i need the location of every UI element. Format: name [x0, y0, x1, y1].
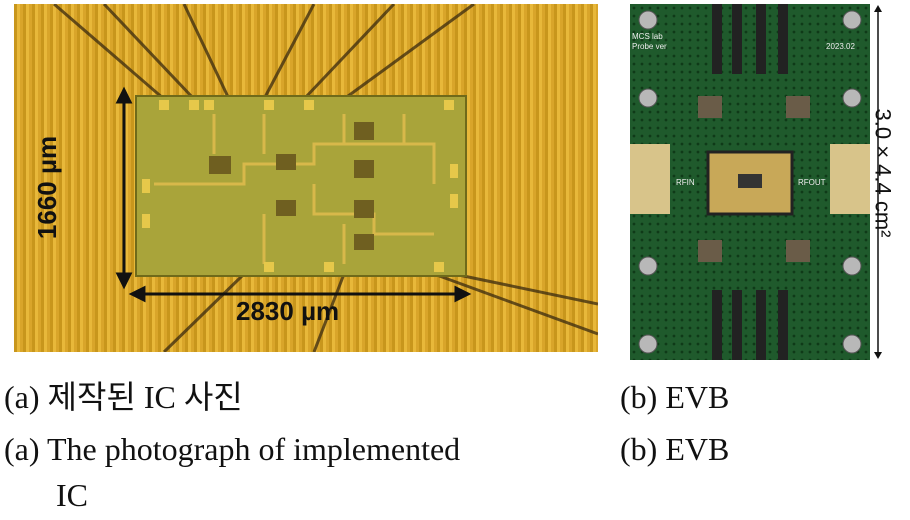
ic-photo-graphic [53, 4, 598, 352]
caption-a-korean: (a) 제작된 IC 사진 [4, 379, 243, 415]
height-dimension-label: 1660 µm [32, 135, 63, 240]
evb-photo-graphic [630, 4, 870, 360]
caption-b-english: (b) EVB [620, 431, 730, 467]
caption-a-english-line1: (a) The photograph of implemented [4, 431, 461, 467]
ic-photograph: 2830 µm 1660 µm [14, 4, 598, 352]
rf-in-label: RFIN [676, 178, 695, 187]
evb-size-arrow [874, 5, 882, 359]
caption-b-korean: (b) EVB [620, 379, 730, 415]
rf-out-label: RFOUT [798, 178, 826, 187]
evb-size-label: 3.0 × 4.4 cm² [870, 108, 896, 238]
evb-photograph: MCS lab Probe ver 2023.02 RFIN RFOUT [630, 4, 870, 360]
caption-a-english-line2: IC [56, 477, 88, 513]
width-dimension-label: 2830 µm [236, 296, 340, 326]
board-date-label: 2023.02 [826, 42, 855, 51]
board-version-label: Probe ver [632, 42, 667, 51]
board-label: MCS lab [632, 32, 663, 41]
